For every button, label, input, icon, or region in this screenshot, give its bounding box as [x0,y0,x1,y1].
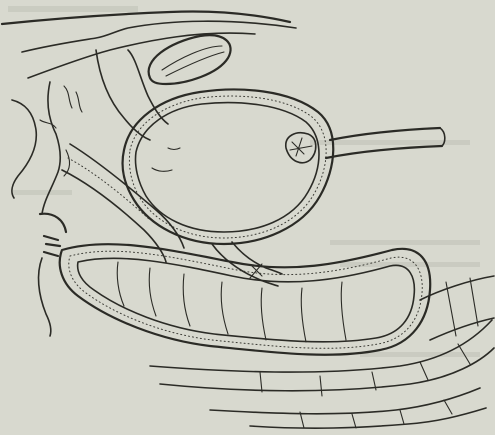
background [0,0,495,435]
diagram-canvas [0,0,495,435]
anatomical-diagram [0,0,495,435]
